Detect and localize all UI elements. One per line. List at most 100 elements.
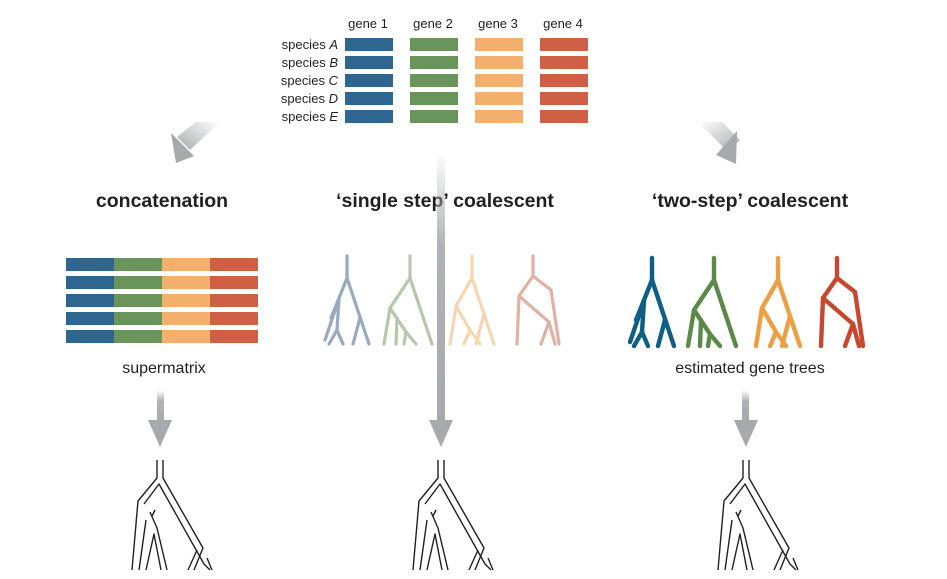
supermatrix-blocks [66, 258, 258, 343]
gene-tree-branch [850, 321, 862, 349]
species-tree-edge [187, 549, 198, 571]
species-trees [131, 460, 799, 571]
species-tree-edge [432, 509, 437, 517]
supermatrix-block [162, 312, 210, 325]
gene-tree-branch [547, 320, 557, 346]
alignment-block [540, 38, 588, 51]
gene-tree [323, 254, 371, 346]
species-tree-edge [748, 460, 790, 571]
gene-tree [448, 254, 496, 346]
gene-tree-branch [474, 312, 486, 346]
alignment-block [475, 74, 523, 87]
gene-tree-branch [834, 275, 858, 295]
supermatrix-block [210, 312, 258, 325]
gene-tree-branch [753, 305, 765, 349]
alignment-block [345, 74, 393, 87]
gene-tree-branch [711, 277, 739, 349]
supermatrix-caption: supermatrix [122, 360, 206, 377]
gene-tree-branch [820, 295, 856, 327]
gene-tree-branch [697, 317, 704, 349]
supermatrix-block [114, 330, 162, 343]
species-tree-edge [143, 483, 211, 571]
alignment-block [410, 110, 458, 123]
alignment-block [345, 38, 393, 51]
gene-tree-branch [639, 298, 647, 335]
gene-tree-branch [531, 274, 553, 292]
supermatrix-block [114, 258, 162, 271]
supermatrix-block [66, 294, 114, 307]
gene-tree [753, 255, 803, 349]
supermatrix-block [114, 276, 162, 289]
supermatrix-block [66, 330, 114, 343]
supermatrix-block [210, 258, 258, 271]
alignment-block [410, 92, 458, 105]
gene-tree-branch [323, 297, 341, 342]
alignment-block [345, 110, 393, 123]
gene-header-3: gene 3 [478, 16, 518, 31]
species-tree-edge [729, 483, 797, 571]
gene-tree-branch [454, 304, 472, 332]
gene-tree-branch [517, 274, 535, 298]
alignment-block [540, 74, 588, 87]
alignment-block [410, 56, 458, 69]
species-tree-edge [737, 509, 742, 517]
gene-tree-branch [335, 328, 345, 346]
species-tree-edge [424, 483, 492, 571]
species-tree [717, 460, 799, 571]
species-label-a: species A [281, 37, 338, 52]
gene-tree-branch [335, 297, 341, 332]
estimated-gene-trees-caption: estimated gene trees [675, 360, 825, 377]
gene-tree-branch [517, 294, 551, 324]
alignment-block [345, 56, 393, 69]
arrow-concatenation-down [148, 390, 172, 447]
species-tree-edge [724, 519, 733, 571]
gene-tree-branch [351, 316, 362, 346]
species-tree-edge [412, 460, 439, 571]
species-tree-edge [731, 533, 748, 571]
gene-alignment-matrix [345, 38, 588, 123]
species-tree-edge [151, 509, 156, 517]
species-tree-edge [419, 519, 428, 571]
gene-tree-branch [685, 307, 697, 349]
two-step-coalescent-heading: ‘two-step’ coalescent [651, 190, 849, 212]
supermatrix-block [66, 258, 114, 271]
supermatrix-block [162, 294, 210, 307]
species-tree-edge [162, 460, 204, 571]
gene-tree-branch [404, 330, 418, 346]
gene-tree-branch [539, 320, 551, 346]
supermatrix-block [162, 258, 210, 271]
supermatrix-block [210, 294, 258, 307]
gene-tree-branch [408, 276, 434, 346]
supermatrix-block [114, 294, 162, 307]
alignment-block [475, 56, 523, 69]
species-label-d: species D [280, 91, 338, 106]
gene-tree-branch [345, 276, 371, 346]
alignment-block [540, 92, 588, 105]
gene-tree-branch [842, 321, 856, 349]
gene-tree-branch [820, 275, 840, 301]
gene-tree-branch [394, 316, 399, 346]
gene-tree-branch [655, 317, 668, 349]
alignment-block [475, 38, 523, 51]
arrow-center-long [429, 152, 453, 447]
species-label-e: species E [281, 109, 338, 124]
gene-tree-branch [448, 304, 458, 346]
gene-tree-branch [707, 331, 723, 349]
alignment-block [475, 92, 523, 105]
estimated-gene-tree-shapes [627, 255, 866, 349]
gene-tree-branch [759, 277, 781, 311]
species-tree-edge [149, 511, 168, 571]
gene-tree-branch [454, 276, 474, 308]
species-tree-edge [145, 533, 162, 571]
arrow-two-step-down [734, 390, 758, 447]
gene-tree-branch [468, 328, 482, 346]
species-tree-edge [443, 460, 485, 571]
species-tree [131, 460, 213, 571]
species-tree-edge [426, 533, 443, 571]
gene-tree-branch [549, 288, 561, 346]
species-tree-edge [131, 460, 158, 571]
gene-tree [382, 254, 434, 346]
species-tree-edge [487, 557, 494, 571]
alignment-block [540, 110, 588, 123]
gene-tree [685, 255, 739, 349]
